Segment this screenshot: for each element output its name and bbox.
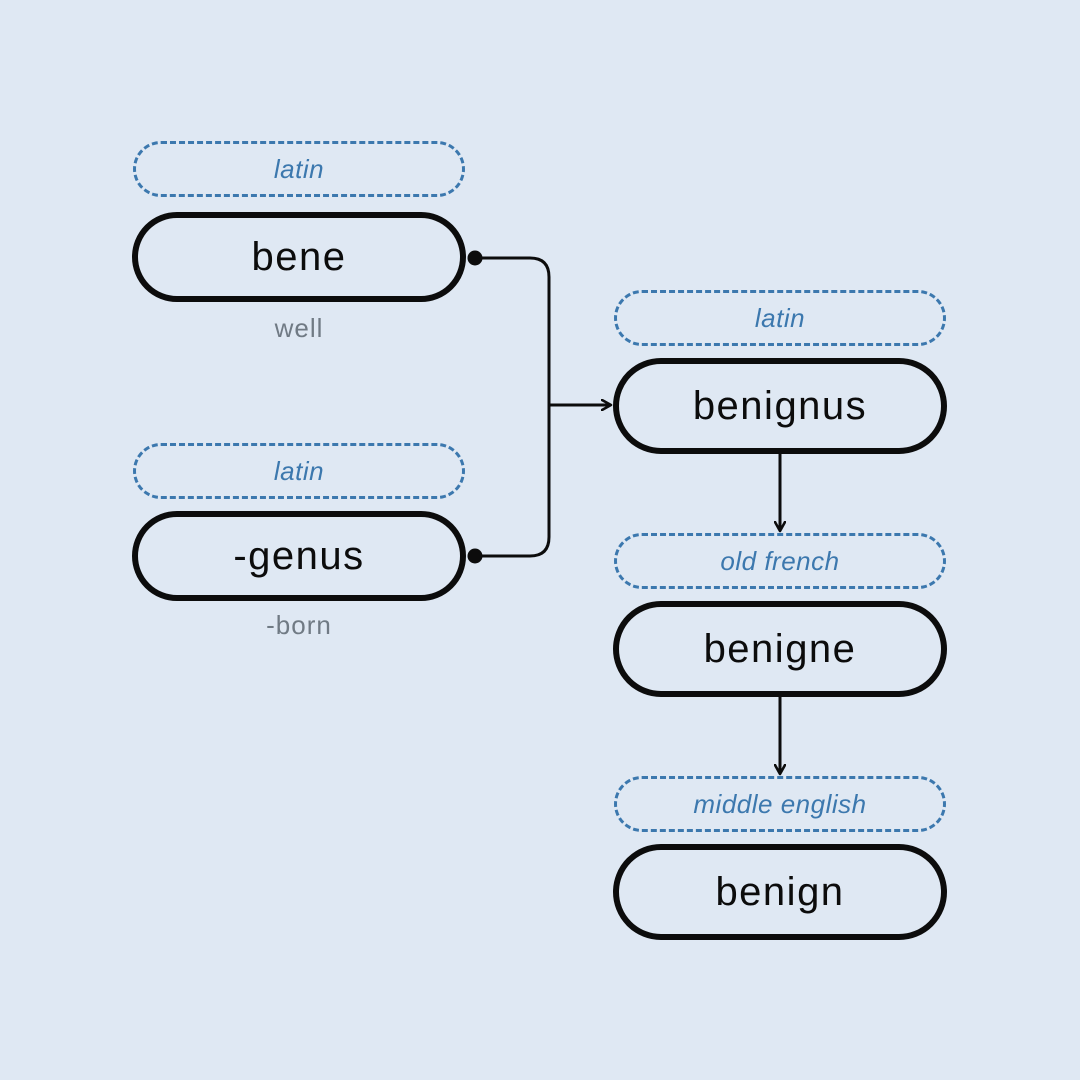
word-node-bene: bene: [132, 212, 466, 302]
connector-dot-bene: [467, 250, 483, 266]
gloss-bene: well: [274, 313, 324, 343]
word-node-genus: -genus: [132, 511, 466, 601]
connector-bene-to-benignus: [475, 256, 551, 405]
word-node-benignus: benignus: [613, 358, 947, 454]
word-node-benigne: benigne: [613, 601, 947, 697]
word-node-benign: benign: [613, 844, 947, 940]
connector-dot-genus: [467, 548, 483, 564]
language-label-bene: latin: [133, 141, 465, 197]
language-label-benigne: old french: [614, 533, 946, 589]
language-label-genus: latin: [133, 443, 465, 499]
connector-genus-to-benignus: [475, 405, 551, 558]
language-label-benignus: latin: [614, 290, 946, 346]
language-label-benign: middle english: [614, 776, 946, 832]
gloss-genus: -born: [266, 610, 332, 640]
